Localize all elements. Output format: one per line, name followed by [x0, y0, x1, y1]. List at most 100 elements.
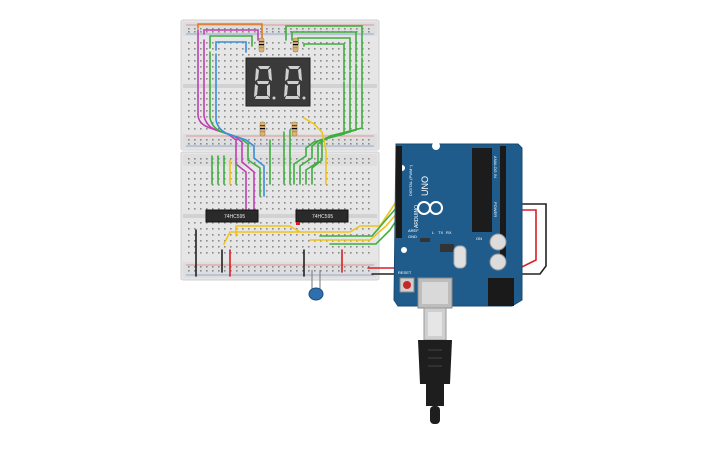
breadboard-hole — [206, 110, 208, 112]
breadboard-hole — [248, 122, 250, 124]
breadboard-hole — [368, 98, 370, 100]
breadboard-hole — [344, 184, 346, 186]
breadboard-hole — [188, 66, 190, 68]
breadboard-hole — [212, 48, 214, 50]
breadboard-hole — [332, 128, 334, 130]
breadboard-hole — [338, 190, 340, 192]
breadboard-hole — [242, 178, 244, 180]
breadboard-hole — [206, 143, 208, 145]
breadboard-hole — [266, 252, 268, 254]
breadboard-hole — [350, 270, 352, 272]
arduino-uno-board[interactable]: ARDUINO UNO DIGITAL (PWM~) ANALOG IN POW… — [393, 142, 523, 309]
breadboard-hole — [260, 196, 262, 198]
breadboard-hole — [362, 178, 364, 180]
breadboard-hole — [188, 172, 190, 174]
breadboard-hole — [266, 158, 268, 160]
breadboard-hole — [206, 270, 208, 272]
breadboard-hole — [284, 228, 286, 230]
breadboard-hole — [320, 66, 322, 68]
breadboard-hole — [368, 270, 370, 272]
breadboard-hole — [332, 158, 334, 160]
breadboard-hole — [242, 184, 244, 186]
breadboard-hole — [368, 128, 370, 130]
power-analog-header[interactable] — [500, 146, 506, 262]
breadboard-hole — [206, 72, 208, 74]
breadboard-hole — [272, 116, 274, 118]
breadboard-hole — [290, 54, 292, 56]
breadboard-hole — [308, 128, 310, 130]
breadboard-hole — [314, 228, 316, 230]
seven-segment-display[interactable]: 8. 8. — [0, 0, 311, 107]
breadboard-hole — [218, 31, 220, 33]
breadboard-hole — [218, 104, 220, 106]
breadboard-hole — [212, 42, 214, 44]
breadboard-hole — [230, 92, 232, 94]
breadboard-hole — [224, 184, 226, 186]
breadboard-hole — [308, 252, 310, 254]
power-jack[interactable] — [488, 278, 514, 306]
breadboard-hole — [254, 143, 256, 145]
breadboard-hole — [314, 48, 316, 50]
breadboard-hole — [368, 72, 370, 74]
breadboard-hole — [302, 116, 304, 118]
breadboard-hole — [368, 266, 370, 268]
shift-register-right[interactable]: 74HC595 — [295, 209, 349, 225]
breadboard-hole — [296, 208, 298, 210]
breadboard-hole — [338, 246, 340, 248]
breadboard-hole — [320, 60, 322, 62]
breadboard-hole — [338, 270, 340, 272]
breadboard-hole — [290, 222, 292, 224]
breadboard-hole — [230, 72, 232, 74]
wires-top[interactable] — [197, 23, 363, 151]
breadboard-hole — [200, 48, 202, 50]
breadboard-hole — [236, 246, 238, 248]
breadboard-hole — [248, 240, 250, 242]
breadboard-hole — [212, 266, 214, 268]
breadboard-hole — [194, 28, 196, 30]
shift-register-left[interactable]: 74HC595 — [205, 209, 259, 223]
breadboard-hole — [194, 60, 196, 62]
breadboard-hole — [278, 31, 280, 33]
breadboard-hole — [254, 128, 256, 130]
breadboard-hole — [212, 208, 214, 210]
breadboard-hole — [326, 196, 328, 198]
reset-button[interactable] — [399, 277, 415, 293]
breadboard-hole — [242, 266, 244, 268]
breadboard-hole — [320, 172, 322, 174]
breadboard-hole — [260, 116, 262, 118]
digital-header[interactable] — [396, 146, 402, 238]
breadboard-hole — [290, 116, 292, 118]
breadboard-hole — [248, 139, 250, 141]
breadboard-hole — [188, 122, 190, 124]
breadboard-hole — [272, 143, 274, 145]
breadboard-hole — [290, 110, 292, 112]
breadboard-hole — [200, 234, 202, 236]
usb-cable[interactable] — [418, 307, 452, 424]
breadboard-hole — [332, 122, 334, 124]
breadboard-hole — [284, 266, 286, 268]
breadboard-hole — [188, 31, 190, 33]
breadboard-hole — [272, 48, 274, 50]
breadboard-hole — [230, 228, 232, 230]
on-label: ON — [476, 236, 482, 241]
breadboard-hole — [230, 104, 232, 106]
breadboard-hole — [206, 240, 208, 242]
breadboard-hole — [326, 266, 328, 268]
breadboard-hole — [320, 110, 322, 112]
breadboard-hole — [338, 143, 340, 145]
breadboard-hole — [302, 178, 304, 180]
ceramic-capacitor[interactable] — [308, 270, 324, 301]
breadboard-hole — [344, 28, 346, 30]
breadboard-hole — [194, 158, 196, 160]
breadboard-hole — [254, 266, 256, 268]
breadboard-hole — [332, 139, 334, 141]
breadboard-hole — [212, 110, 214, 112]
breadboard-hole — [206, 31, 208, 33]
breadboard-hole — [368, 162, 370, 164]
breadboard-hole — [248, 48, 250, 50]
breadboard-hole — [284, 110, 286, 112]
breadboard-hole — [248, 190, 250, 192]
breadboard-hole — [356, 208, 358, 210]
resistors-top[interactable] — [258, 37, 299, 137]
